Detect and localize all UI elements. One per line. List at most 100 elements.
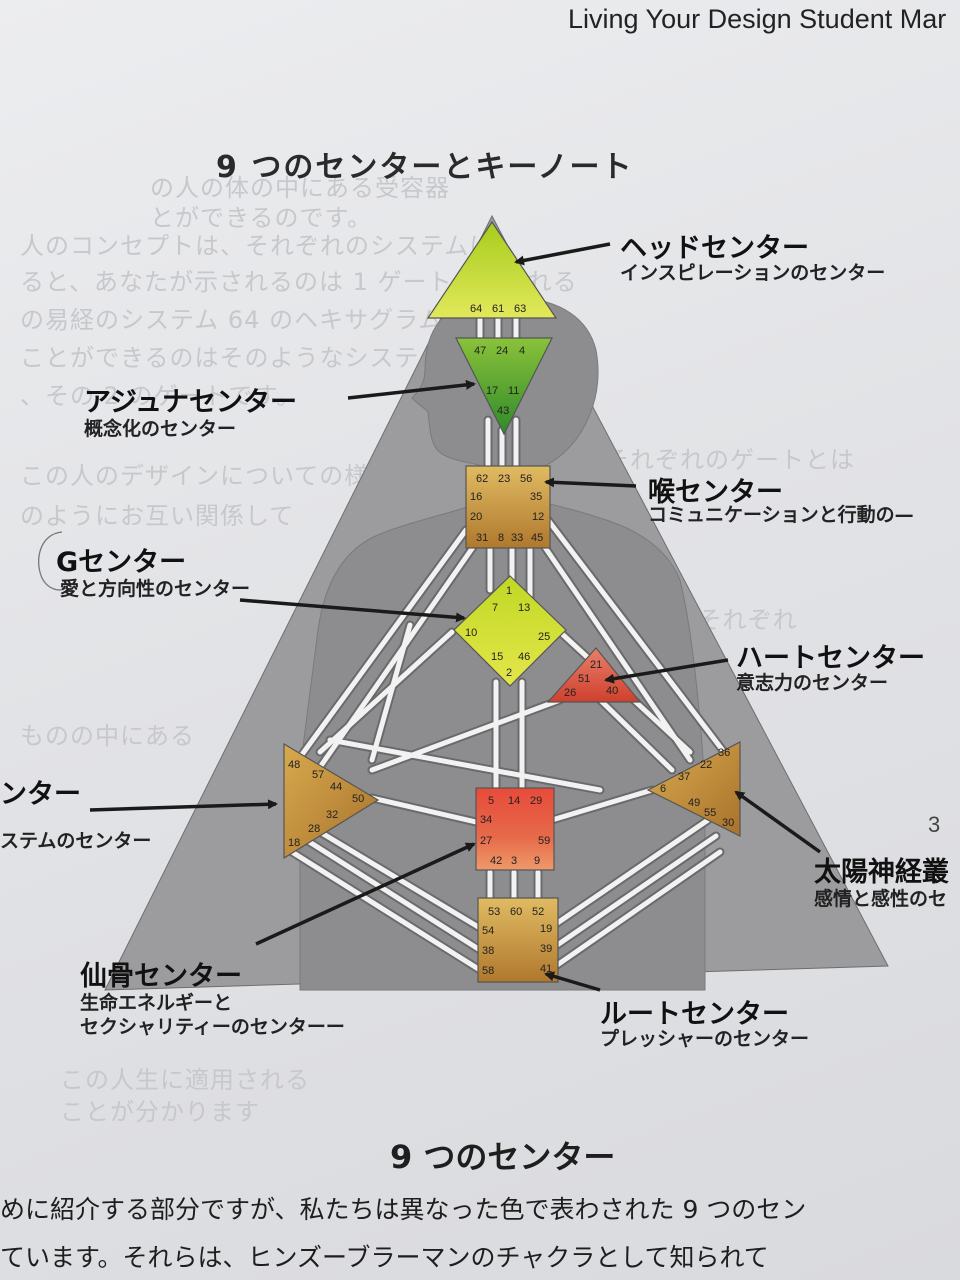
gate-label: 60 <box>510 906 522 918</box>
sacral-center-keynote-line2: セクシャリティーのセンターー <box>80 1016 345 1038</box>
gate-label: 5 <box>488 795 494 807</box>
throat-center-name: 喉センター <box>648 477 783 508</box>
gate-label: 12 <box>532 511 544 523</box>
gate-label: 19 <box>540 923 552 935</box>
gate-label: 15 <box>491 651 503 663</box>
ajna-center-keynote: 概念化のセンター <box>84 418 237 440</box>
gate-label: 27 <box>480 835 492 847</box>
sacral-center: 5 14 29 34 27 59 42 3 9 <box>475 787 555 871</box>
gate-label: 39 <box>540 943 552 955</box>
pencil-circle <box>38 531 67 591</box>
ajna-center: 47 24 4 17 11 43 <box>455 337 553 436</box>
head-center-name: ヘッドセンター <box>620 233 809 264</box>
gate-label: 31 <box>476 532 488 544</box>
head-center: 64 61 63 <box>426 220 558 319</box>
gate-label: 4 <box>519 345 525 357</box>
gate-label: 13 <box>518 602 530 614</box>
gate-label: 58 <box>482 965 494 977</box>
gate-label: 51 <box>578 673 590 685</box>
head-center-keynote: インスピレーションのセンター <box>620 262 886 284</box>
gate-label: 8 <box>498 532 504 544</box>
throat-center-keynote: コミュニケーションと行動の— <box>648 504 914 526</box>
gate-label: 24 <box>496 345 508 357</box>
gate-label: 40 <box>606 685 618 697</box>
gate-label: 21 <box>590 659 602 671</box>
gate-label: 56 <box>520 473 532 485</box>
gate-label: 45 <box>531 532 543 544</box>
gate-label: 30 <box>722 817 734 829</box>
gate-label: 17 <box>486 385 498 397</box>
gate-label: 22 <box>700 759 712 771</box>
heart-center-keynote: 意志力のセンター <box>736 672 889 694</box>
root-center: 53 60 52 54 19 38 39 58 41 <box>477 897 559 983</box>
g-center-name: Gセンター <box>56 547 187 578</box>
page-number: 3 <box>928 812 941 837</box>
section-title: 9 つのセンター <box>390 1138 616 1176</box>
gate-label: 37 <box>678 771 690 783</box>
gate-label: 50 <box>352 793 364 805</box>
heart-center: 21 51 26 40 <box>546 647 642 703</box>
manual-header-title: Living Your Design Student Mar <box>568 4 947 34</box>
gate-label: 14 <box>508 795 520 807</box>
gate-label: 38 <box>482 945 494 957</box>
solar-plexus-center-name: 太陽神経叢 <box>814 857 949 888</box>
gate-label: 34 <box>480 814 492 826</box>
gate-label: 28 <box>308 823 320 835</box>
gate-label: 55 <box>704 807 716 819</box>
sacral-center-keynote-line1: 生命エネルギーと <box>80 992 233 1014</box>
sacral-center-name: 仙骨センター <box>80 961 242 992</box>
gate-label: 63 <box>514 303 526 315</box>
gate-label: 2 <box>506 667 512 679</box>
g-center: 1 7 13 10 25 15 46 2 <box>453 575 567 687</box>
gate-label: 9 <box>534 855 540 867</box>
gate-label: 10 <box>465 627 477 639</box>
gate-label: 25 <box>538 631 550 643</box>
gate-label: 1 <box>506 585 512 597</box>
gate-label: 3 <box>511 855 517 867</box>
root-center-keynote: プレッシャーのセンター <box>600 1028 810 1050</box>
gate-label: 61 <box>492 303 504 315</box>
gate-label: 46 <box>518 651 530 663</box>
ajna-center-name: アジュナセンター <box>84 387 298 418</box>
gate-label: 64 <box>470 303 482 315</box>
gate-label: 20 <box>470 511 482 523</box>
main-title: 9 つのセンターとキーノート <box>216 150 634 185</box>
gate-label: 52 <box>532 906 544 918</box>
gate-label: 32 <box>326 809 338 821</box>
gate-label: 49 <box>688 797 700 809</box>
gate-label: 29 <box>530 795 542 807</box>
gate-label: 59 <box>538 835 550 847</box>
spleen-center-name: ンター <box>0 779 81 810</box>
g-center-keynote: 愛と方向性のセンター <box>60 578 251 600</box>
body-text-line: めに紹介する部分ですが、私たちは異なった色で表わされた 9 つのセン <box>0 1195 807 1224</box>
spleen-center: 48 57 44 50 32 28 18 <box>283 742 380 860</box>
gate-label: 16 <box>470 491 482 503</box>
pointer-arrows <box>89 242 822 992</box>
gate-label: 33 <box>511 532 523 544</box>
gate-label: 53 <box>488 906 500 918</box>
gate-label: 62 <box>476 473 488 485</box>
throat-center: 62 23 56 16 35 20 12 31 8 33 45 <box>465 465 551 549</box>
solar-plexus-center-keynote: 感情と感性のセ <box>814 888 948 910</box>
gate-label: 35 <box>530 491 542 503</box>
gate-label: 41 <box>540 963 552 975</box>
gate-label: 57 <box>312 769 324 781</box>
body-text-line: ています。それらは、ヒンズーブラーマンのチャクラとして知られて <box>0 1243 769 1272</box>
gate-label: 18 <box>288 837 300 849</box>
gate-label: 6 <box>660 783 666 795</box>
gate-label: 23 <box>498 473 510 485</box>
gate-label: 54 <box>482 925 494 937</box>
gate-label: 43 <box>497 405 509 417</box>
solar-plexus-center: 36 22 37 6 49 55 30 <box>646 741 741 837</box>
gate-label: 42 <box>490 855 502 867</box>
gate-label: 26 <box>564 687 576 699</box>
root-center-name: ルートセンター <box>600 999 789 1030</box>
gate-label: 11 <box>508 385 519 397</box>
gate-label: 44 <box>330 781 342 793</box>
heart-center-name: ハートセンター <box>736 643 925 674</box>
channels-inner <box>289 313 727 973</box>
gate-label: 47 <box>474 345 486 357</box>
spleen-center-keynote: ステムのセンター <box>0 830 152 852</box>
